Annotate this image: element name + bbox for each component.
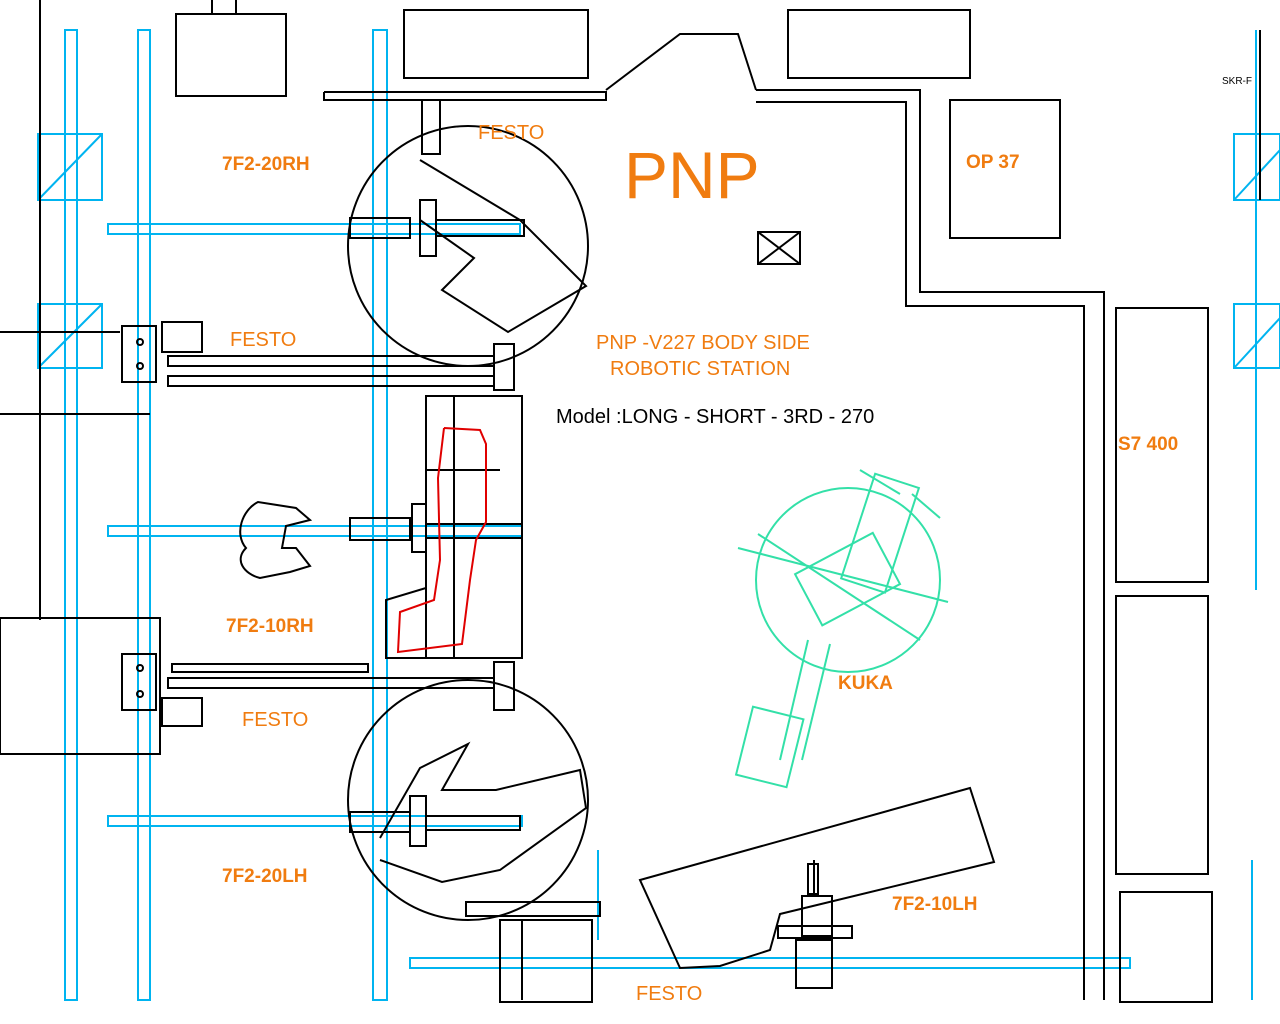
fixture-label-10rh: 7F2-10RH [226,616,314,637]
fixture-10lh [638,786,996,989]
kuka-label: KUKA [838,673,893,694]
rail-system [37,29,1280,1001]
s7-400-label: S7 400 [1118,434,1178,455]
model-line: Model :LONG - SHORT - 3RD - 270 [556,406,874,428]
turntable-20lh [347,679,589,921]
festo-label-bottom: FESTO [636,983,702,1005]
fixture-label-20lh: 7F2-20LH [222,866,308,887]
festo-label-mid: FESTO [242,709,308,731]
gripper-10rh [239,500,523,580]
junction-box-icon [757,231,801,265]
fixture-label-10lh: 7F2-10LH [892,894,978,915]
corner-tag: SKR-F [1222,76,1252,87]
turntable-20rh [347,125,589,367]
pnp-title: PNP [624,138,760,212]
op37-label: OP 37 [966,152,1020,173]
station-walls [0,0,1261,1003]
kuka-robot [734,469,949,789]
festo-label-top: FESTO [478,122,544,144]
station-title-line2: ROBOTIC STATION [610,358,790,380]
festo-label-left: FESTO [230,329,296,351]
part-outline-path [396,427,487,654]
fixture-label-20rh: 7F2-20RH [222,154,310,175]
station-title-line1: PNP -V227 BODY SIDE [596,332,810,354]
